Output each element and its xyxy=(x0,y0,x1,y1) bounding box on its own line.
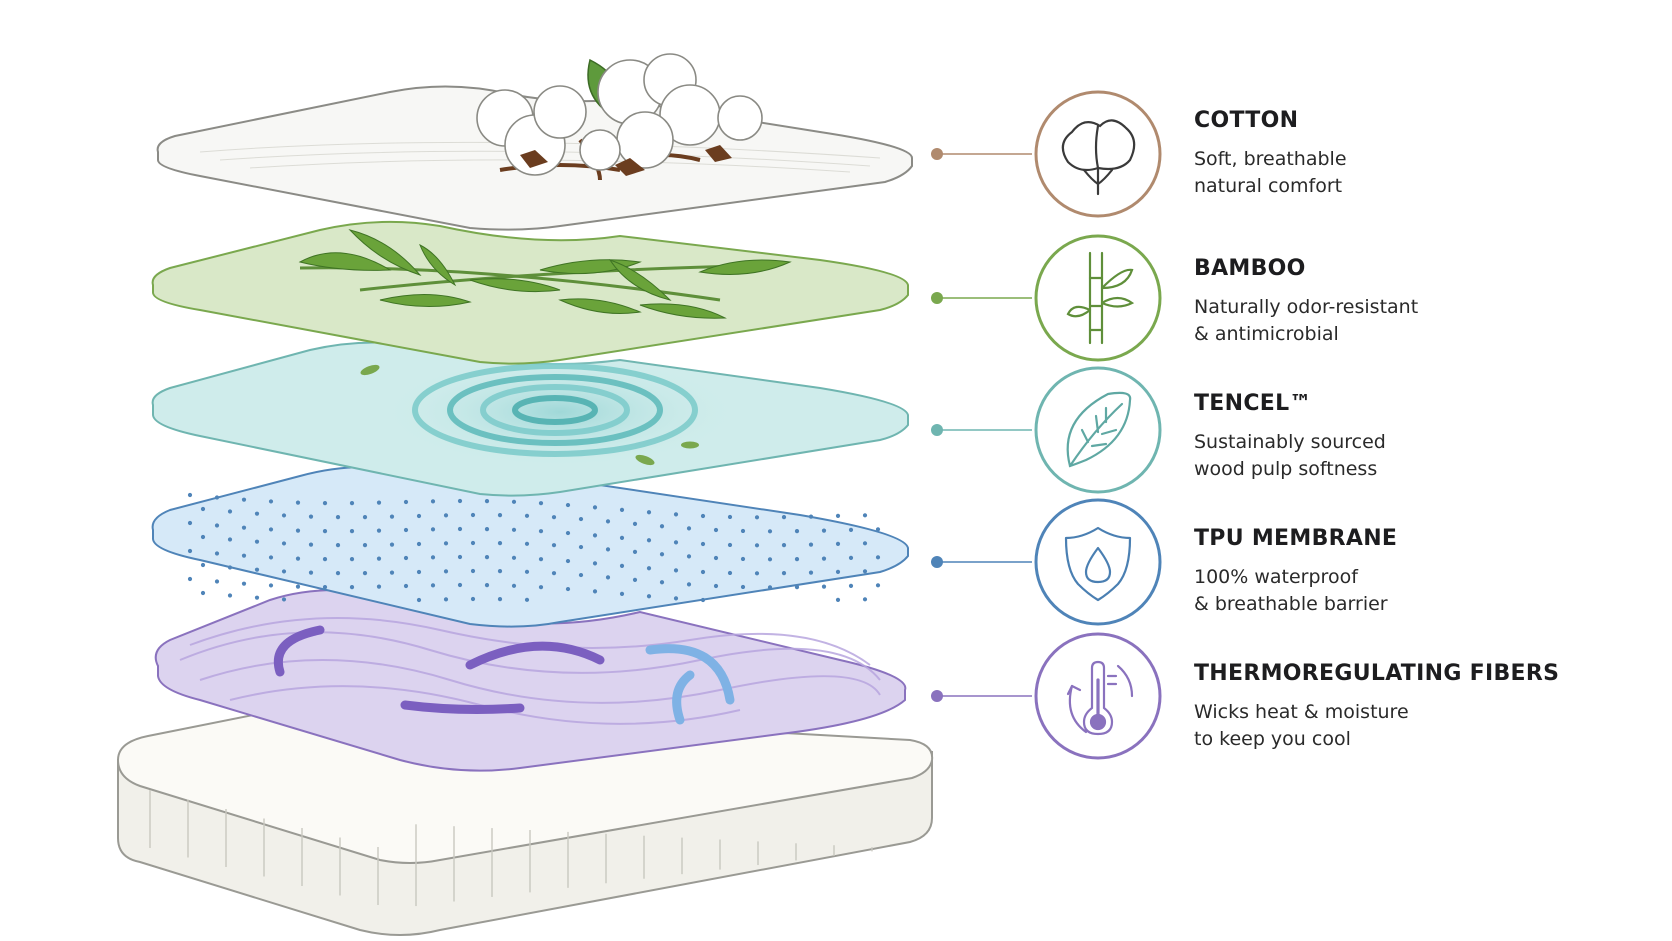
bamboo-leader-dot xyxy=(931,292,943,304)
cotton-layer xyxy=(156,53,913,231)
airflow-arrows xyxy=(274,625,735,725)
leader-lines xyxy=(931,148,1032,702)
cotton-leader-dot xyxy=(931,148,943,160)
thermo-description: Wicks heat & moisture to keep you cool xyxy=(1194,699,1409,753)
tpu-title: TPU MEMBRANE xyxy=(1194,526,1398,551)
tencel-description-line: wood pulp softness xyxy=(1194,458,1378,480)
shield-water-drop-icon xyxy=(1064,526,1132,602)
tencel-description-line: Sustainably sourced xyxy=(1194,431,1386,453)
tpu-icon-circle xyxy=(1034,498,1162,626)
bamboo-layer xyxy=(151,220,909,365)
cotton-icon-circle xyxy=(1034,90,1162,218)
mattress-top xyxy=(116,705,934,864)
tencel-leader-dot xyxy=(931,424,943,436)
tencel-description: Sustainably sourced wood pulp softness xyxy=(1194,429,1386,483)
bamboo-description-line: & antimicrobial xyxy=(1194,323,1339,345)
tpu-layer xyxy=(151,466,909,628)
tpu-description-line: & breathable barrier xyxy=(1194,593,1388,615)
bamboo-icon-circle xyxy=(1034,234,1162,362)
cotton-title: COTTON xyxy=(1194,108,1299,133)
bamboo-description: Naturally odor-resistant & antimicrobial xyxy=(1194,294,1418,348)
bamboo-description-line: Naturally odor-resistant xyxy=(1194,296,1419,318)
thermo-leader-dot xyxy=(931,690,943,702)
tpu-layer-sheet xyxy=(151,466,909,628)
tpu-description: 100% waterproof & breathable barrier xyxy=(1194,564,1388,618)
tpu-description-line: 100% waterproof xyxy=(1194,566,1358,588)
thermo-layer xyxy=(154,589,907,772)
thermo-description-line: Wicks heat & moisture xyxy=(1194,701,1409,723)
cotton-description-line: Soft, breathable xyxy=(1194,148,1347,170)
water-swirl xyxy=(412,363,698,457)
thermo-description-line: to keep you cool xyxy=(1194,728,1351,750)
bamboo-leaves xyxy=(298,229,792,319)
tencel-layer xyxy=(151,341,909,497)
bamboo-layer-sheet xyxy=(151,220,909,365)
bamboo-title: BAMBOO xyxy=(1194,256,1306,281)
thermometer-icon xyxy=(1066,660,1134,736)
leaf-icon xyxy=(1066,391,1132,468)
tpu-leader-dot xyxy=(931,556,943,568)
tencel-title: TENCEL™ xyxy=(1194,391,1312,416)
cotton-description: Soft, breathable natural comfort xyxy=(1194,146,1347,200)
thermo-title: THERMOREGULATING FIBERS xyxy=(1194,661,1560,686)
mattress-base xyxy=(116,705,934,936)
cotton-bolls xyxy=(476,53,763,181)
cotton-description-line: natural comfort xyxy=(1194,175,1343,197)
bamboo-icon xyxy=(1066,251,1135,345)
cotton-boll-icon xyxy=(1061,119,1136,196)
